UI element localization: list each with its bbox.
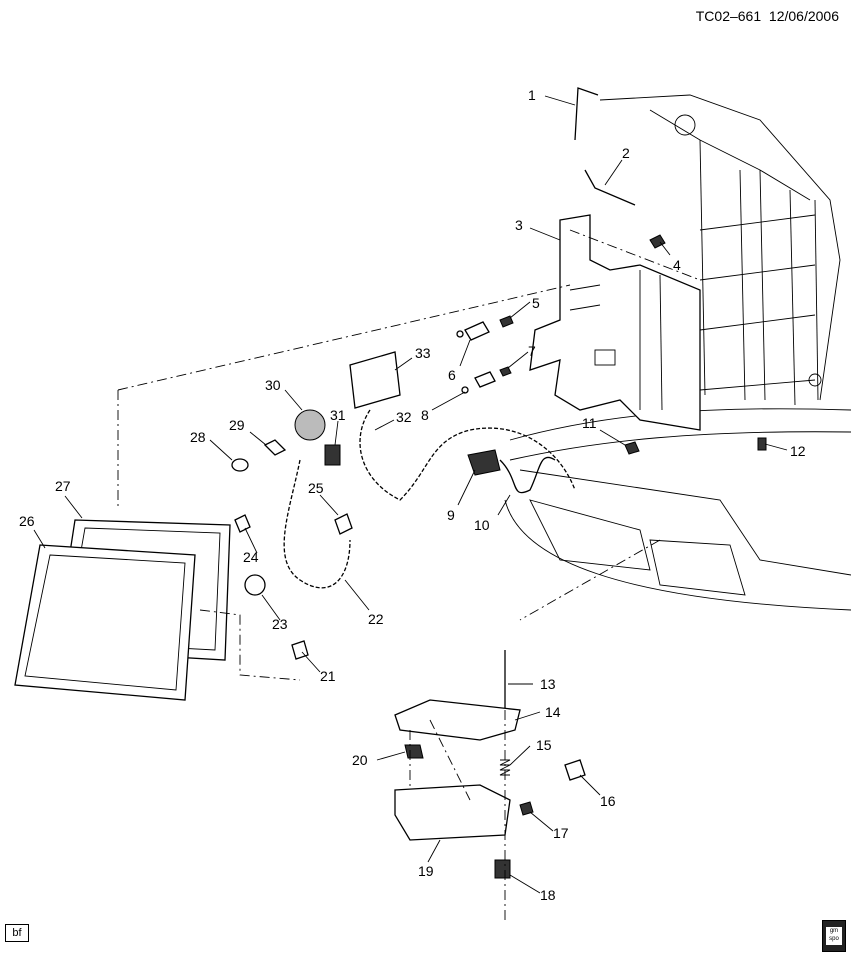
callout-12: 12 <box>790 443 806 459</box>
module-33 <box>349 351 401 409</box>
callout-31: 31 <box>330 407 346 423</box>
socket-18 <box>494 859 511 879</box>
callout-22: 22 <box>368 611 384 627</box>
socket-25 <box>334 513 353 535</box>
callout-7: 7 <box>528 343 536 359</box>
callout-10: 10 <box>474 517 490 533</box>
callout-1: 1 <box>528 87 536 103</box>
grommet-30 <box>294 409 326 441</box>
radiator-support <box>599 94 841 406</box>
bulb-29 <box>263 439 287 456</box>
rod-1 <box>574 87 599 141</box>
bulb-28 <box>231 458 249 472</box>
bolt-12 <box>757 437 767 451</box>
diagram-header: TC02–661 12/06/2006 <box>696 8 839 24</box>
gm-spo-logo-text: gm spo <box>826 927 842 945</box>
bolt-4 <box>649 234 666 249</box>
callout-20: 20 <box>352 752 368 768</box>
screw-5 <box>499 315 514 328</box>
gm-spo-logo: gm spo <box>822 920 846 952</box>
callout-labels: 1 2 3 4 5 6 7 8 9 10 11 12 13 14 15 16 1… <box>19 87 806 903</box>
front-bumper <box>504 408 851 611</box>
bf-badge: bf <box>5 924 29 942</box>
callout-27: 27 <box>55 478 71 494</box>
callout-15: 15 <box>536 737 552 753</box>
callout-18: 18 <box>540 887 556 903</box>
callout-23: 23 <box>272 616 288 632</box>
assembly-lines <box>117 229 701 920</box>
harness-10 <box>499 456 556 494</box>
rod-2 <box>584 169 636 206</box>
callout-33: 33 <box>415 345 431 361</box>
callout-13: 13 <box>540 676 556 692</box>
callout-16: 16 <box>600 793 616 809</box>
callout-3: 3 <box>515 217 523 233</box>
diagram-date: 12/06/2006 <box>768 8 839 24</box>
leader-lines <box>33 95 788 894</box>
screw-7 <box>499 366 512 377</box>
bulb-24 <box>234 514 251 533</box>
sensor-6 <box>456 321 490 341</box>
bolt-11 <box>624 441 640 455</box>
callout-6: 6 <box>448 367 456 383</box>
lens-26 <box>14 544 196 701</box>
socket-31 <box>324 444 341 466</box>
callout-25: 25 <box>308 480 324 496</box>
callout-26: 26 <box>19 513 35 529</box>
spring-15 <box>499 759 511 776</box>
callout-32: 32 <box>396 409 412 425</box>
nut-20 <box>404 744 424 759</box>
diagram-code: TC02–661 <box>695 8 762 24</box>
harness-32 <box>359 409 576 501</box>
sensor-8 <box>461 371 496 394</box>
callout-28: 28 <box>190 429 206 445</box>
bracket-3 <box>529 214 701 431</box>
callout-29: 29 <box>229 417 245 433</box>
callout-24: 24 <box>243 549 259 565</box>
callout-19: 19 <box>418 863 434 879</box>
callout-9: 9 <box>447 507 455 523</box>
fog-lamp-19 <box>394 784 511 841</box>
callout-21: 21 <box>320 668 336 684</box>
callout-14: 14 <box>545 704 561 720</box>
callout-5: 5 <box>532 295 540 311</box>
bracket-14 <box>394 699 521 741</box>
grommet-23 <box>244 574 266 596</box>
harness-22 <box>283 459 351 589</box>
callout-30: 30 <box>265 377 281 393</box>
screw-17 <box>519 801 534 816</box>
connector-9 <box>467 449 501 476</box>
callout-11: 11 <box>582 415 597 431</box>
callout-4: 4 <box>673 257 681 273</box>
callout-8: 8 <box>421 407 429 423</box>
callout-2: 2 <box>622 145 630 161</box>
callout-17: 17 <box>553 825 569 841</box>
